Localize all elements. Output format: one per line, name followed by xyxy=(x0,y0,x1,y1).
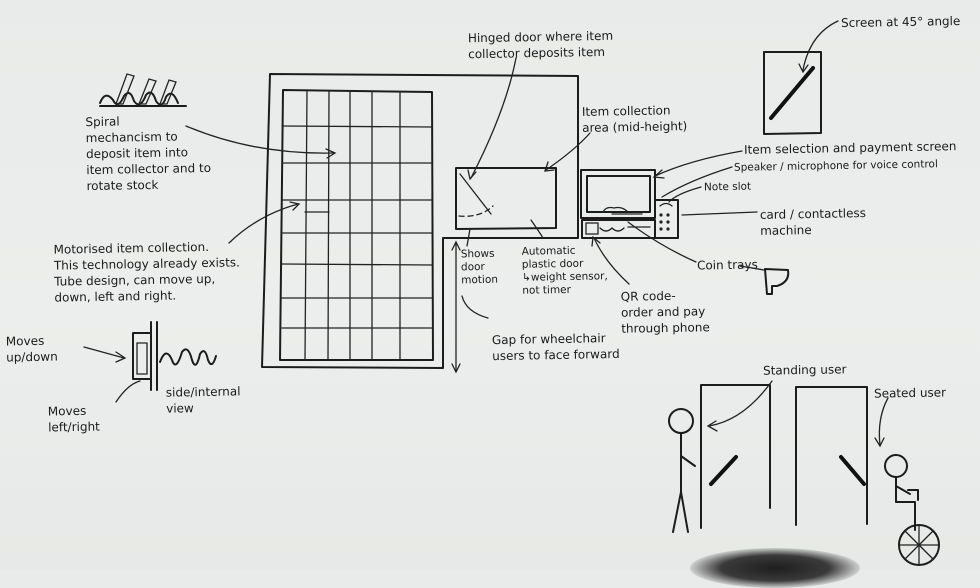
label-moves-left-right: Moves left/right xyxy=(47,403,100,435)
label-hinged-door: Hinged door where item collector deposit… xyxy=(467,28,614,62)
sketch-drawing xyxy=(83,20,940,566)
label-coin-trays: Coin trays xyxy=(696,257,758,273)
label-side-view: side/internal view xyxy=(165,384,241,416)
label-note-slot: Note slot xyxy=(703,180,752,194)
spiral-sketch xyxy=(99,73,187,107)
payment-unit xyxy=(580,169,679,239)
item-collection-area xyxy=(455,167,557,230)
annotation-arrows xyxy=(83,20,889,448)
label-moves-up-down: Moves up/down xyxy=(5,333,58,365)
label-card-machine: card / contactless machine xyxy=(759,206,867,238)
screen-angle-box xyxy=(763,51,822,135)
label-screen-angle: Screen at 45° angle xyxy=(840,13,961,31)
sketch-canvas: Spiral mechancism to deposit item into i… xyxy=(5,13,961,588)
label-qr-code: QR code- order and pay through phone xyxy=(620,288,710,336)
gap-arrow xyxy=(451,240,461,374)
label-motorised: Motorised item collection. This technolo… xyxy=(53,239,241,305)
label-standing-user: Standing user xyxy=(762,362,847,378)
label-gap: Gap for wheelchair users to face forward xyxy=(491,331,620,364)
label-seated-user: Seated user xyxy=(873,385,947,401)
side-view-sketch xyxy=(132,321,217,391)
seated-user-scene xyxy=(795,386,940,566)
stock-grid xyxy=(281,90,433,361)
label-spiral: Spiral mechancism to deposit item into i… xyxy=(85,114,212,194)
label-automatic-door: Automatic plastic door ↳weight sensor, n… xyxy=(521,244,608,297)
machine-outline xyxy=(261,73,579,369)
label-shows-door-motion: Shows door motion xyxy=(460,247,499,287)
coin-tray-sketch xyxy=(764,268,790,295)
standing-user-scene xyxy=(668,384,771,533)
label-item-collection: Item collection area (mid-height) xyxy=(581,103,688,135)
finger-shadow xyxy=(690,548,860,588)
